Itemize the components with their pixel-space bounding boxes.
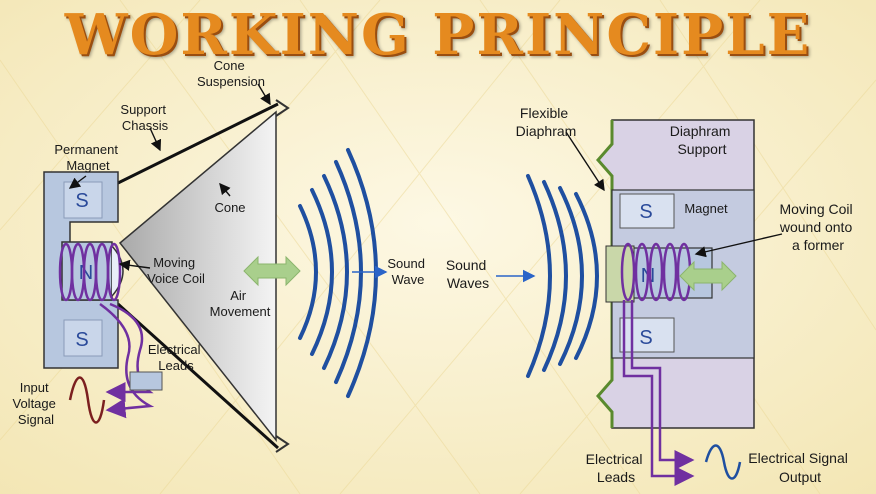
- label-moving-coil: Moving Coil wound onto a former: [779, 201, 857, 253]
- air-movement-arrow: [243, 255, 301, 287]
- label-permanent-magnet: Permanent Magnet: [54, 142, 121, 173]
- page-title: WORKING PRINCIPLE: [64, 2, 812, 68]
- label-diaphram-support: Diaphram Support: [670, 123, 735, 157]
- sound-waves-left: [298, 148, 378, 398]
- diaphragm-movement-arrow: [679, 260, 737, 292]
- label-flexible-diaphram: Flexible Diaphram: [516, 105, 577, 139]
- sound-waves-right: [526, 174, 599, 378]
- label-support-chassis: Support Chassis: [120, 102, 169, 133]
- pole-n-left: N: [79, 262, 93, 284]
- label-input-voltage-signal: Input Voltage Signal: [13, 380, 60, 427]
- support-chassis: [117, 102, 279, 185]
- pole-s-bottom-left: S: [75, 329, 88, 351]
- output-signal-icon: [704, 444, 742, 480]
- label-cone-suspension: Cone Suspension: [197, 58, 265, 89]
- microphone: S N S Flexible Diaphram Diaphram Support: [516, 105, 857, 486]
- pole-s-top-right: S: [639, 201, 652, 223]
- voice-coil: [58, 242, 122, 302]
- label-electrical-leads-left: Electrical Leads: [148, 342, 204, 373]
- label-sound-wave: Sound Wave: [387, 256, 428, 287]
- pole-s-bottom-right: S: [639, 327, 652, 349]
- pole-s-top-left: S: [75, 190, 88, 212]
- label-air-movement: Air Movement: [210, 288, 271, 319]
- electrical-leads-right: [630, 300, 695, 470]
- loudspeaker: S N S Cone Suspension Suppor: [13, 58, 301, 453]
- label-electrical-leads-right: Electrical Leads: [586, 451, 647, 485]
- label-moving-voice-coil: Moving Voice Coil: [147, 255, 205, 286]
- input-signal-icon: [68, 376, 106, 424]
- label-sound-waves: Sound Waves: [446, 257, 490, 291]
- cone-suspension: [275, 99, 290, 117]
- label-cone: Cone: [214, 200, 245, 215]
- label-magnet: Magnet: [684, 201, 728, 216]
- label-electrical-signal-output: Electrical Signal Output: [748, 450, 852, 485]
